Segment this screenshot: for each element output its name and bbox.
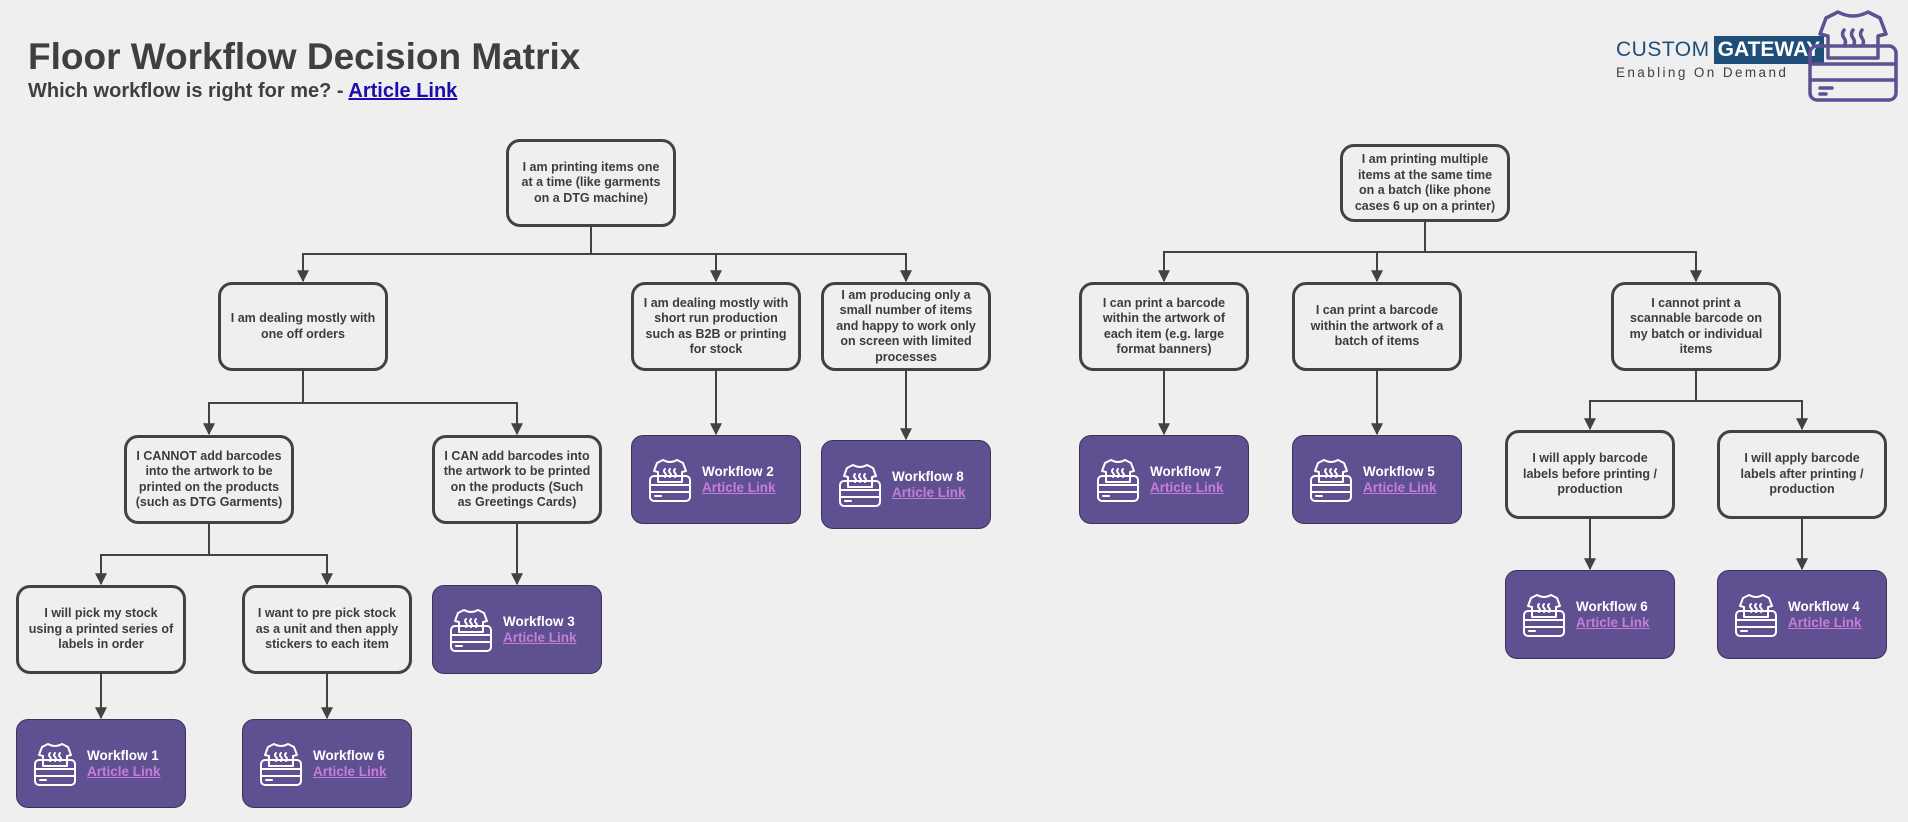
node-pick-with-labels: I will pick my stock using a printed ser… — [16, 585, 186, 674]
page-title: Floor Workflow Decision Matrix — [28, 36, 581, 77]
printer-tshirt-icon — [450, 608, 492, 652]
node-short-run: I am dealing mostly with short run produ… — [631, 282, 801, 371]
printer-tshirt-icon — [1808, 10, 1898, 102]
workflow-4-article-link[interactable]: Article Link — [1788, 614, 1862, 630]
printer-tshirt-icon — [34, 742, 76, 786]
node-barcode-each-item: I can print a barcode within the artwork… — [1079, 282, 1249, 371]
workflow-6-article-link[interactable]: Article Link — [313, 763, 387, 779]
node-printing-one-at-a-time: I am printing items one at a time (like … — [506, 139, 676, 227]
logo-brand-custom: CUSTOM — [1616, 38, 1710, 61]
node-barcode-batch: I can print a barcode within the artwork… — [1292, 282, 1462, 371]
workflow-7-name: Workflow 7 — [1150, 463, 1222, 479]
workflow-5-name: Workflow 5 — [1363, 463, 1435, 479]
logo-wordmark: CUSTOM GATEWAY — [1616, 36, 1825, 64]
workflow-8-article-link[interactable]: Article Link — [892, 484, 966, 500]
workflow-2-name: Workflow 2 — [702, 463, 774, 479]
node-printing-batch: I am printing multiple items at the same… — [1340, 144, 1510, 222]
workflow-8-name: Workflow 8 — [892, 468, 964, 484]
printer-tshirt-icon — [839, 463, 881, 507]
workflow-3-name: Workflow 3 — [503, 613, 575, 629]
logo-brand-gateway: GATEWAY — [1713, 36, 1825, 64]
subtitle-text: Which workflow is right for me? - — [28, 80, 344, 102]
workflow-1-name: Workflow 1 — [87, 747, 159, 763]
printer-tshirt-icon — [1310, 458, 1352, 502]
workflow-3-article-link[interactable]: Article Link — [503, 629, 577, 645]
node-labels-before-printing: I will apply barcode labels before print… — [1505, 430, 1675, 519]
printer-tshirt-icon — [649, 458, 691, 502]
printer-tshirt-icon — [1735, 593, 1777, 637]
node-labels-after-printing: I will apply barcode labels after printi… — [1717, 430, 1887, 519]
printer-tshirt-icon — [1523, 593, 1565, 637]
node-no-scannable-barcode: I cannot print a scannable barcode on my… — [1611, 282, 1781, 371]
workflow-5-article-link[interactable]: Article Link — [1363, 479, 1437, 495]
node-small-number: I am producing only a small number of it… — [821, 282, 991, 371]
node-pre-pick-stock: I want to pre pick stock as a unit and t… — [242, 585, 412, 674]
printer-tshirt-icon — [1097, 458, 1139, 502]
workflow-6-batch-article-link[interactable]: Article Link — [1576, 614, 1650, 630]
workflow-1-article-link[interactable]: Article Link — [87, 763, 161, 779]
node-one-off-orders: I am dealing mostly with one off orders — [218, 282, 388, 371]
printer-tshirt-icon — [260, 742, 302, 786]
workflow-6-name: Workflow 6 — [313, 747, 385, 763]
workflow-2-article-link[interactable]: Article Link — [702, 479, 776, 495]
workflow-6-batch-name: Workflow 6 — [1576, 598, 1648, 614]
brand-logo: CUSTOM GATEWAY Enabling On Demand — [1616, 36, 1825, 80]
node-cannot-add-barcodes: I CANNOT add barcodes into the artwork t… — [124, 435, 294, 524]
logo-tagline: Enabling On Demand — [1616, 65, 1789, 80]
workflow-4-name: Workflow 4 — [1788, 598, 1860, 614]
node-can-add-barcodes: I CAN add barcodes into the artwork to b… — [432, 435, 602, 524]
page-subtitle: Which workflow is right for me? - Articl… — [28, 80, 457, 103]
workflow-7-article-link[interactable]: Article Link — [1150, 479, 1224, 495]
subtitle-article-link[interactable]: Article Link — [348, 80, 458, 102]
